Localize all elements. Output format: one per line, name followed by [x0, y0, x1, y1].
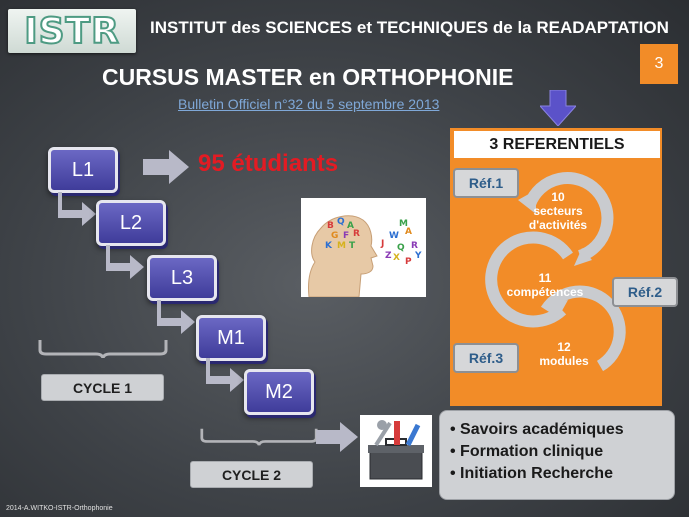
svg-text:R: R	[353, 229, 360, 239]
bend-arrow-icon	[206, 358, 244, 392]
cycle2-brace	[200, 428, 318, 446]
cycle-item-line2: d'activités	[528, 218, 588, 232]
cycle1-label: CYCLE 1	[41, 374, 164, 401]
level-l2: L2	[96, 200, 166, 246]
svg-text:Q: Q	[337, 217, 345, 227]
svg-text:G: G	[331, 231, 338, 241]
bullet-list: • Savoirs académiques • Formation cliniq…	[439, 410, 675, 500]
level-l1: L1	[48, 147, 118, 193]
bulletin-link[interactable]: Bulletin Officiel n°32 du 5 septembre 20…	[178, 96, 440, 112]
referentiels-header: 3 REFERENTIELS	[454, 131, 660, 158]
footer-credit: 2014-A.WITKO-ISTR-Orthophonie	[6, 505, 113, 512]
slide-title: CURSUS MASTER en ORTHOPHONIE	[102, 64, 514, 90]
cycle-item-1: 10 secteurs d'activités	[518, 190, 598, 232]
cycle1-brace	[38, 340, 168, 358]
svg-text:A: A	[405, 227, 412, 237]
svg-text:P: P	[405, 257, 412, 267]
bend-arrow-icon	[106, 245, 144, 279]
page-number: 3	[640, 44, 678, 84]
cycle-item-line1: compétences	[506, 285, 584, 299]
svg-text:Y: Y	[414, 251, 422, 261]
svg-text:M: M	[399, 219, 408, 229]
svg-text:M: M	[337, 241, 346, 251]
cycle-item-number: 11	[538, 271, 552, 285]
toolbox-image	[360, 415, 432, 487]
svg-text:X: X	[393, 253, 400, 263]
level-l3: L3	[147, 255, 217, 301]
level-m2: M2	[244, 369, 314, 415]
svg-text:T: T	[349, 241, 356, 251]
svg-text:R: R	[411, 241, 418, 251]
svg-text:Q: Q	[397, 243, 405, 253]
bullet-item: • Initiation Recherche	[450, 465, 613, 482]
cycle-arrows-diagram	[485, 172, 626, 372]
ref-tag-1: Réf.1	[453, 168, 519, 198]
level-m1: M1	[196, 315, 266, 361]
svg-text:Z: Z	[385, 251, 392, 261]
bend-arrow-icon	[157, 300, 195, 334]
bullet-item: • Savoirs académiques	[450, 421, 624, 438]
right-arrow-icon	[316, 422, 358, 452]
students-count: 95 étudiants	[198, 150, 339, 177]
right-arrow-icon	[143, 150, 189, 184]
cycle-item-number: 12	[557, 340, 571, 354]
svg-text:B: B	[327, 221, 334, 231]
cycle-item-line1: secteurs	[533, 204, 583, 218]
ref-tag-3: Réf.3	[453, 343, 519, 373]
svg-text:W: W	[389, 231, 399, 241]
svg-text:F: F	[343, 231, 349, 241]
logo-text: ISTR	[23, 10, 120, 53]
svg-text:J: J	[380, 239, 384, 249]
cycle-item-number: 10	[551, 190, 565, 204]
cycle-item-line1: modules	[539, 354, 589, 368]
institute-title: INSTITUT des SCIENCES et TECHNIQUES de l…	[150, 18, 669, 37]
bullet-item: • Formation clinique	[450, 443, 604, 460]
bend-arrow-icon	[58, 192, 96, 226]
down-arrow-icon	[540, 90, 576, 126]
cycle2-label: CYCLE 2	[190, 461, 313, 488]
ref-tag-2: Réf.2	[612, 277, 678, 307]
cycle-item-2: 11 compétences	[500, 271, 590, 299]
svg-text:K: K	[325, 241, 333, 251]
svg-text:A: A	[347, 221, 354, 231]
cycle-item-3: 12 modules	[524, 340, 604, 368]
istr-logo: ISTR	[8, 9, 136, 53]
